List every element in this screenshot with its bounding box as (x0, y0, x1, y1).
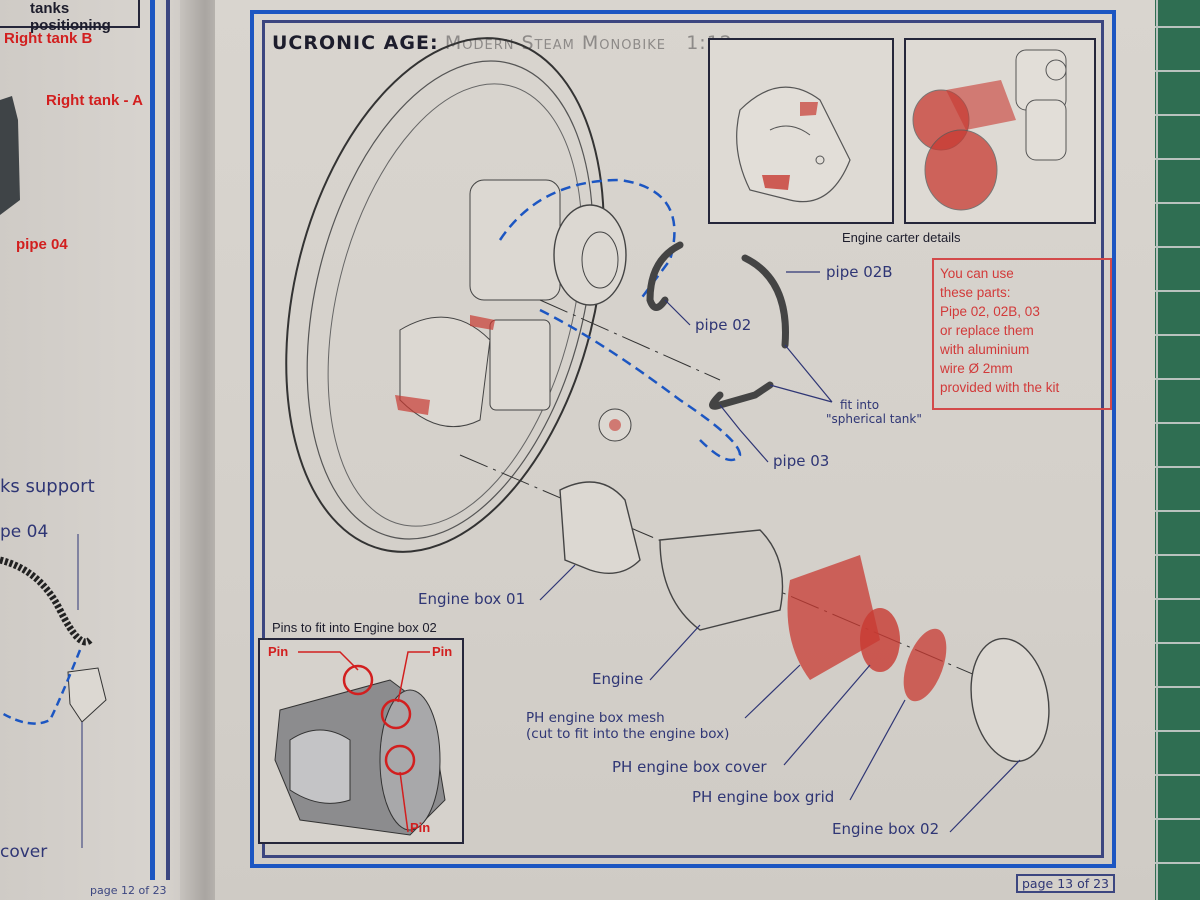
pins-inset: Pin Pin Pin (258, 638, 464, 844)
label-tanks-support: ks support (0, 476, 95, 497)
left-page-header: tanks positioning (0, 0, 140, 34)
dashed-highlight-lower (539, 308, 742, 462)
pin-label-top-left: Pin (268, 644, 289, 659)
carter-detail-right-drawing (912, 49, 1067, 211)
label-pipe-04-red: pipe 04 (16, 236, 68, 253)
pin-circle (380, 698, 412, 730)
page-number: page 13 of 23 (1016, 874, 1115, 893)
label-engine-box-02: Engine box 02 (832, 820, 940, 838)
label-pipe-02: pipe 02 (695, 316, 752, 334)
label-right-tank-a: Right tank - A (46, 92, 143, 109)
label-mesh-note: (cut to fit into the engine box) (526, 726, 730, 742)
engine-box-mesh-part (787, 555, 880, 680)
page-frame-inner (262, 20, 1104, 858)
engine-assembly (395, 179, 632, 442)
note-box: You can use these parts: Pipe 02, 02B, 0… (932, 258, 1112, 410)
pipe-03-part (709, 381, 774, 410)
note-line: Pipe 02, 02B, 03 (940, 304, 1040, 319)
label-mesh: PH engine box mesh (526, 710, 665, 726)
label-pipe-02b: pipe 02B (826, 263, 893, 281)
engine-box-02-part (970, 637, 1050, 763)
note-line: You can use (940, 266, 1014, 281)
label-right-tank-b: Right tank B (4, 30, 93, 47)
pipe-04-hose (0, 556, 93, 646)
left-page-drawings (0, 96, 107, 848)
pipe-02-part (646, 241, 684, 311)
carter-detail-right (904, 38, 1096, 224)
label-fit-into: fit into (840, 398, 880, 412)
note-line: with aluminium (940, 342, 1030, 357)
pins-inset-drawing (274, 651, 446, 836)
left-page-number: page 12 of 23 (90, 884, 167, 897)
engine-box-01-part (559, 481, 641, 574)
pin-label-top-right: Pin (432, 644, 453, 659)
note-line: these parts: (940, 285, 1011, 300)
page-frame-outer (250, 10, 1116, 868)
note-line: wire Ø 2mm (940, 361, 1013, 376)
tank-silhouette (0, 96, 20, 215)
detail-caption: Engine carter details (842, 230, 961, 245)
label-cover: cover (0, 842, 48, 862)
pipe-02b-part (741, 254, 789, 349)
leader-lines (539, 271, 1021, 833)
pin-circle (342, 664, 374, 696)
pin-label-bottom: Pin (410, 820, 431, 835)
cutting-mat (1148, 0, 1200, 900)
note-line: or replace them (940, 323, 1034, 338)
label-grid: PH engine box grid (692, 788, 835, 806)
note-line: provided with the kit (940, 380, 1060, 395)
label-spherical-tank: "spherical tank" (826, 412, 922, 426)
label-engine: Engine (592, 670, 644, 688)
left-page-frame-navy (166, 0, 170, 880)
label-pipe-04-blue: pe 04 (0, 522, 49, 542)
tank-cover-part (67, 667, 107, 723)
assembly-axis-upper (539, 299, 721, 381)
label-pipe-03: pipe 03 (773, 452, 830, 470)
monobike-wheel (285, 37, 605, 553)
left-page-header-text: tanks positioning (30, 0, 111, 34)
label-engine-box-01: Engine box 01 (418, 590, 526, 608)
carter-detail-left (708, 38, 894, 224)
label-cover: PH engine box cover (612, 758, 767, 776)
pins-inset-caption: Pins to fit into Engine box 02 (272, 620, 437, 635)
product-subtitle: Modern Steam Monobike (444, 32, 666, 54)
dashed-outline (0, 649, 82, 725)
engine-box-grid-part (903, 628, 947, 702)
engine-box-cover-part (860, 608, 900, 672)
engine-part (659, 529, 784, 631)
brand-name: UCRONIC AGE: (272, 32, 439, 54)
left-page-frame-blue (150, 0, 155, 880)
carter-detail-left-drawing (736, 86, 851, 203)
